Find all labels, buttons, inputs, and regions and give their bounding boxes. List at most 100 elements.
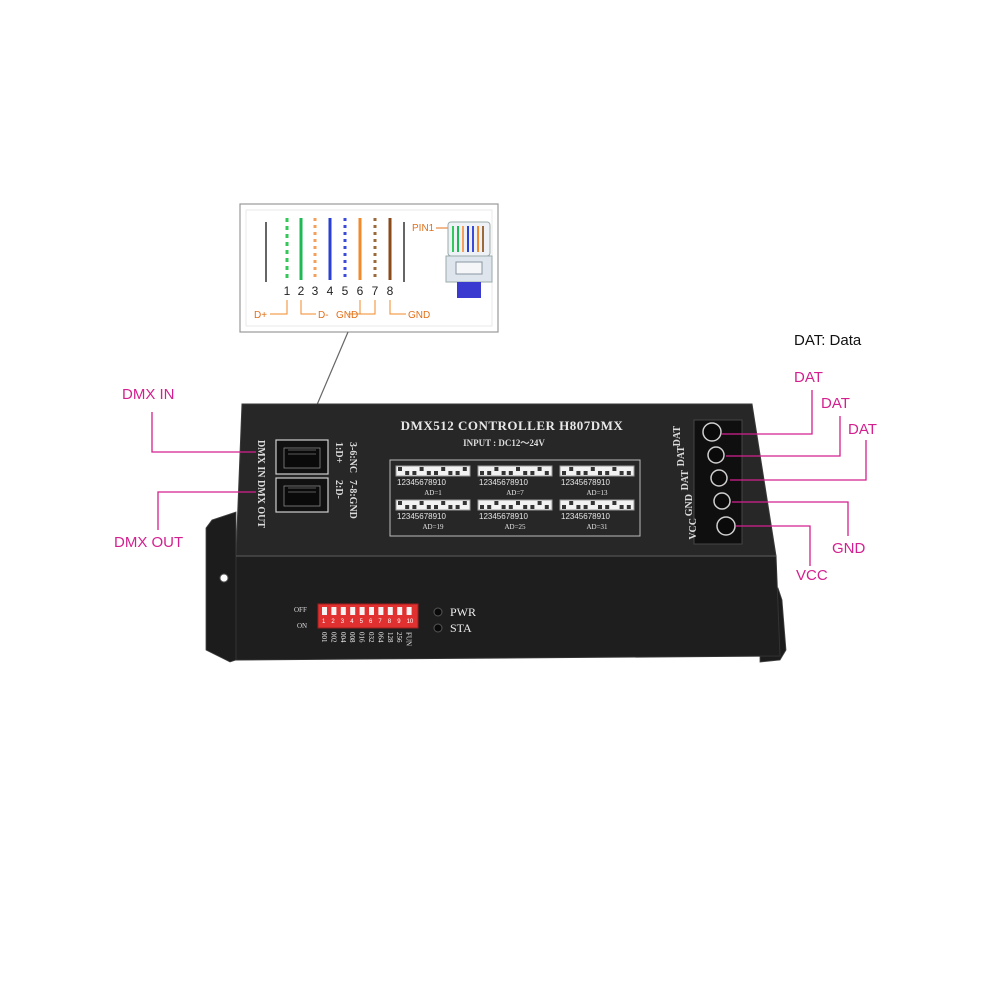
pin-note: 1:D+ xyxy=(333,442,344,464)
dip-lever[interactable] xyxy=(406,607,412,615)
dip-lever[interactable] xyxy=(387,607,393,615)
device-input-spec: INPUT : DC12～24V xyxy=(463,438,545,448)
dip-lever[interactable] xyxy=(331,607,337,615)
dip-value-label: 001 xyxy=(320,632,328,643)
left-mounting-flange xyxy=(205,511,237,663)
controller-device: DMX512 CONTROLLER H807DMX INPUT : DC12～2… xyxy=(205,403,787,663)
pin-number: 2 xyxy=(298,284,305,298)
callout-dat-2: DAT xyxy=(821,395,850,412)
dat3-callout-line xyxy=(730,440,867,481)
callout-dmx-in: DMX IN xyxy=(122,386,175,403)
dip-value-label: 032 xyxy=(367,632,375,643)
terminal-screw[interactable] xyxy=(702,422,722,442)
dmx-in-callout-line xyxy=(151,412,256,453)
dip-digits: 12345678910 xyxy=(479,478,528,487)
terminal-label: DAT xyxy=(680,470,691,491)
callout-vcc: VCC xyxy=(796,567,828,584)
dip-digits: 12345678910 xyxy=(479,512,528,521)
pin-number: 1 xyxy=(284,284,291,298)
dip-lever[interactable] xyxy=(350,607,356,615)
terminal-screw[interactable] xyxy=(710,469,728,487)
rj45-pinout-inset: 1 2 3 4 5 6 7 8 D+ D- GND GND PIN1 xyxy=(239,203,499,333)
dip-group-label: AD=13 xyxy=(586,489,608,497)
dip-group-label: AD=1 xyxy=(424,489,442,497)
terminal-label: DAT xyxy=(676,446,687,467)
rj45-plug-icon xyxy=(445,221,493,298)
sta-led-icon xyxy=(433,623,443,633)
dip-group-label: AD=25 xyxy=(504,523,526,531)
callout-dat-1: DAT xyxy=(794,369,823,386)
dip-digits: 12345678910 xyxy=(397,512,446,521)
pin-number: 4 xyxy=(327,284,334,298)
dip-digits: 12345678910 xyxy=(561,512,610,521)
pin-note: 7-8:GND xyxy=(347,480,358,519)
dip-value-label: 128 xyxy=(386,632,394,643)
pin-number: 3 xyxy=(312,284,319,298)
dip-lever[interactable] xyxy=(369,607,374,615)
dmx-out-callout-line xyxy=(157,491,256,530)
rj45-port-in[interactable] xyxy=(275,439,329,475)
terminal-label: GND xyxy=(684,494,695,516)
dip-lever[interactable] xyxy=(359,607,365,615)
dip-switch-number: 8 xyxy=(388,619,392,625)
port-label-dmx-in: DMX IN xyxy=(255,440,266,478)
dip-value-label: 008 xyxy=(348,632,356,643)
device-title: DMX512 CONTROLLER H807DMX xyxy=(401,418,624,433)
dip-digits: 12345678910 xyxy=(397,478,446,487)
dip-value-label: 002 xyxy=(329,632,337,643)
dip-settings-grid xyxy=(389,459,641,537)
pwr-led-icon xyxy=(433,607,443,617)
d-minus-label: D- xyxy=(318,310,329,321)
dip-off-label: OFF xyxy=(294,606,307,614)
terminal-screw[interactable] xyxy=(713,492,731,510)
port-label-dmx-out: DMX OUT xyxy=(255,480,266,528)
dip-value-label: FUN xyxy=(405,632,413,646)
mount-hole xyxy=(219,573,229,583)
terminal-label: DAT xyxy=(672,426,683,447)
callout-dmx-out: DMX OUT xyxy=(114,534,184,551)
dip-switch-number: 10 xyxy=(407,619,414,625)
terminal-screw[interactable] xyxy=(716,516,736,536)
terminal-screw[interactable] xyxy=(707,446,725,464)
dip-value-label: 256 xyxy=(395,632,403,643)
dip-group-label: AD=19 xyxy=(422,523,444,531)
gnd-right-label: GND xyxy=(408,310,430,321)
dip-value-label: 064 xyxy=(376,632,384,643)
gnd-mid-label: GND xyxy=(336,310,358,321)
gnd-callout-line xyxy=(732,501,849,536)
pin-number: 8 xyxy=(387,284,394,298)
dip-switch-number: 1 xyxy=(322,619,326,625)
d-plus-label: D+ xyxy=(254,310,267,321)
sta-label: STA xyxy=(450,621,472,635)
dip-switch-number: 7 xyxy=(378,619,382,625)
pin-number: 5 xyxy=(342,284,349,298)
pin1-label: PIN1 xyxy=(412,223,435,234)
dip-lever[interactable] xyxy=(378,607,384,615)
dip-lever[interactable] xyxy=(340,607,346,615)
pwr-label: PWR xyxy=(450,605,476,619)
dip-switch-number: 6 xyxy=(369,619,373,625)
callout-dat-3: DAT xyxy=(848,421,877,438)
dip-on-label: ON xyxy=(297,622,307,630)
pin-note: 3-6:NC xyxy=(347,442,358,473)
dip-switch-number: 9 xyxy=(397,619,401,625)
rj45-port-out[interactable] xyxy=(275,477,329,513)
legend-text: DAT: Data xyxy=(794,332,862,349)
dip-switch-number: 4 xyxy=(350,619,354,625)
dip-switch-number: 2 xyxy=(331,619,335,625)
callout-gnd: GND xyxy=(832,540,866,557)
dat2-callout-line xyxy=(726,416,841,457)
dip-lever[interactable] xyxy=(397,607,403,615)
dip-lever[interactable] xyxy=(322,607,327,615)
dip-group-label: AD=31 xyxy=(586,523,608,531)
dip-group-set: 12345678910AD=112345678910AD=71234567891… xyxy=(395,465,635,531)
pin-note: 2:D- xyxy=(333,480,344,499)
